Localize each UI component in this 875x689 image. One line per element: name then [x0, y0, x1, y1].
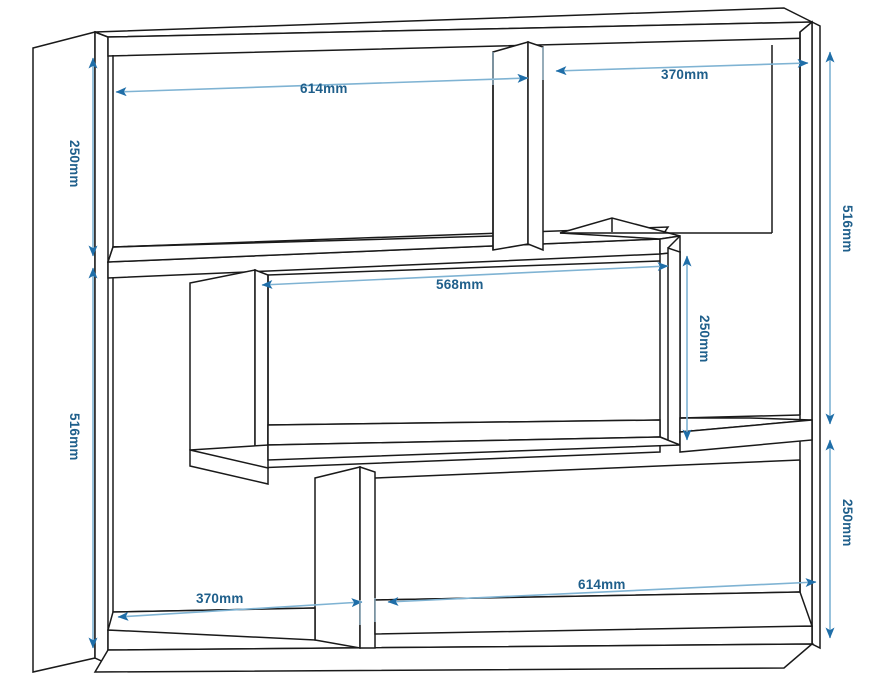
dim-label-top-left-width: 614mm	[300, 81, 348, 96]
top-divider-side-face	[492, 41, 529, 251]
middle-box-left-panel-front	[254, 268, 269, 471]
dim-line-bottom-left-width	[117, 598, 363, 621]
dim-label-top-right-width: 370mm	[661, 67, 709, 82]
right-side-panel	[811, 20, 821, 650]
left-panel-front-edge	[94, 30, 109, 666]
middle-right-shelf-back-line	[679, 414, 801, 419]
bottom-right-bay-interior-top	[374, 459, 801, 479]
dim-label-bottom-right-width: 614mm	[578, 577, 626, 592]
middle-box-right-panel-front	[667, 246, 681, 447]
bottom-divider-side-face	[314, 466, 361, 649]
bottom-right-bay-bottom-face	[374, 591, 814, 635]
dim-label-bottom-left-width: 370mm	[196, 591, 244, 606]
dim-line-top-right-width	[555, 58, 809, 76]
dimension-annotations	[88, 47, 835, 649]
dim-label-upper-left-height: 250mm	[67, 140, 82, 188]
dimension-extension-lines	[359, 47, 544, 625]
middle-box-left-panel-side	[189, 269, 256, 472]
dim-line-top-left-width	[115, 73, 529, 97]
upper-left-bay-interior-bottom	[112, 235, 494, 248]
bottom-panel-bottom-face	[93, 643, 815, 673]
dim-line-middle-box-width	[261, 261, 669, 290]
bottom-divider-front-edge	[359, 465, 376, 649]
lower-shelf-top-face	[267, 436, 681, 461]
dim-line-bottom-right-width	[387, 577, 817, 607]
dim-label-right-lower-height: 250mm	[840, 499, 855, 547]
dim-label-left-lower-height: 516mm	[67, 413, 82, 461]
top-divider-front-edge	[527, 40, 544, 252]
dim-label-middle-box-width: 568mm	[436, 277, 484, 292]
dim-label-right-upper-height: 516mm	[840, 205, 855, 253]
right-side-panel-inner	[799, 20, 813, 646]
dim-label-middle-box-height: 250mm	[697, 315, 712, 363]
lower-shelf-front-edge-left	[189, 449, 269, 485]
left-side-panel	[32, 31, 96, 673]
middle-box-step-riser-right	[667, 235, 681, 249]
shelf-carcass-geometry	[32, 7, 821, 673]
